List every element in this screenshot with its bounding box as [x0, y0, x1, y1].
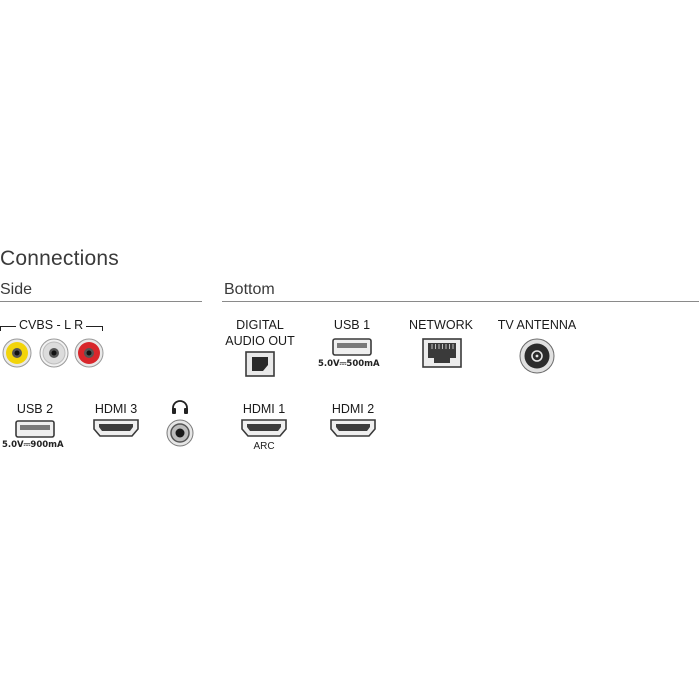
- digital-audio-out-label-2: AUDIO OUT: [225, 334, 295, 348]
- antenna-port-icon: [519, 338, 555, 374]
- hdmi2-label: HDMI 2: [331, 402, 375, 416]
- usb2-port[interactable]: [15, 420, 55, 438]
- hdmi-port-icon: [241, 419, 287, 437]
- side-divider: [0, 301, 202, 302]
- headphone-symbol: [171, 399, 189, 415]
- tv-antenna-port[interactable]: [519, 338, 555, 374]
- network-port[interactable]: [422, 338, 462, 368]
- hdmi-port-icon: [330, 419, 376, 437]
- usb1-label: USB 1: [333, 318, 371, 332]
- headphone-jack[interactable]: [166, 419, 194, 447]
- network-label: NETWORK: [409, 318, 473, 332]
- usb1-spec: 5.0V⎓500mA: [318, 359, 380, 369]
- hdmi-port-icon: [93, 419, 139, 437]
- hdmi2-port[interactable]: [330, 419, 376, 437]
- hdmi3-label: HDMI 3: [94, 402, 138, 416]
- audio-left-jack[interactable]: [39, 338, 69, 368]
- bottom-divider: [222, 301, 699, 302]
- hdmi1-label: HDMI 1: [242, 402, 286, 416]
- usb2-label: USB 2: [16, 402, 54, 416]
- hdmi1-arc-label: ARC: [253, 441, 275, 452]
- hdmi1-port[interactable]: [241, 419, 287, 437]
- headphone-jack-icon: [166, 419, 194, 447]
- section-bottom-label: Bottom: [224, 281, 275, 298]
- usb2-spec: 5.0V⎓900mA: [2, 440, 64, 450]
- digital-audio-out-port[interactable]: [245, 351, 275, 377]
- section-side-label: Side: [0, 281, 33, 298]
- white-rca-jack-icon: [39, 338, 69, 368]
- cvbs-group: CVBS - L R: [0, 318, 104, 334]
- optical-port-icon: [245, 351, 275, 377]
- headphone-icon: [172, 400, 188, 414]
- digital-audio-out-label-1: DIGITAL: [236, 318, 284, 332]
- red-rca-jack-icon: [74, 338, 104, 368]
- tv-antenna-label: TV ANTENNA: [497, 318, 577, 332]
- yellow-rca-jack-icon: [2, 338, 32, 368]
- page-title: Connections: [0, 247, 119, 270]
- hdmi3-port[interactable]: [93, 419, 139, 437]
- cvbs-label: CVBS - L R: [19, 318, 84, 332]
- usb-port-icon: [332, 338, 372, 356]
- ethernet-port-icon: [422, 338, 462, 368]
- usb-port-icon: [15, 420, 55, 438]
- audio-right-jack[interactable]: [74, 338, 104, 368]
- usb1-port[interactable]: [332, 338, 372, 356]
- cvbs-yellow-jack[interactable]: [2, 338, 32, 368]
